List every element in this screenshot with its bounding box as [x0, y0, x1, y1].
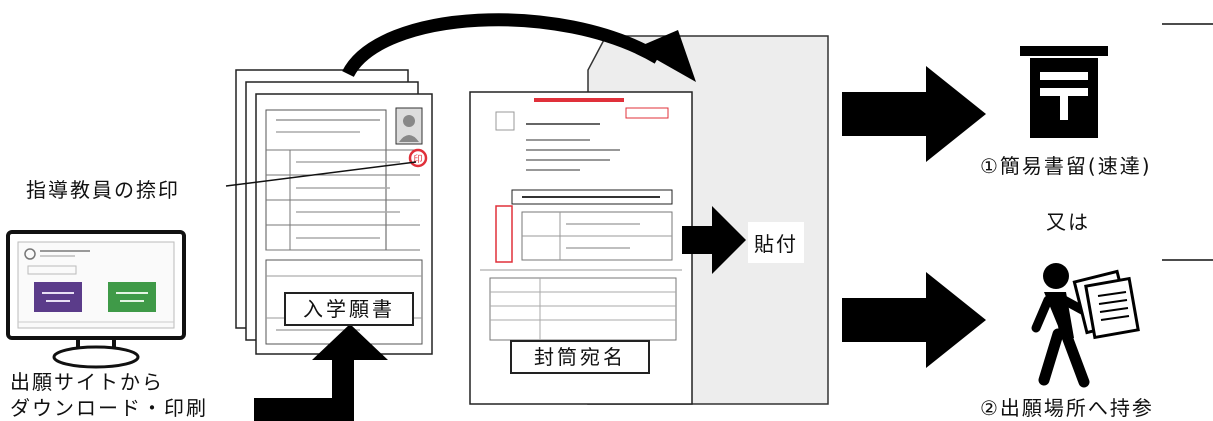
documents-icon	[1072, 269, 1140, 340]
seal-label: 指導教員の捺印	[26, 178, 180, 202]
application-form-stack: 印	[235, 69, 433, 355]
option1-label: ①簡易書留(速達)	[980, 154, 1152, 178]
download-label-line1: 出願サイトから	[10, 370, 164, 394]
walking-person-icon	[1031, 263, 1140, 388]
arrow-to-carry	[842, 272, 986, 368]
monitor-icon	[6, 230, 186, 369]
application-form-label: 入学願書	[284, 292, 414, 326]
option2-label: ②出願場所へ持参	[980, 396, 1154, 420]
arrow-to-post	[842, 66, 986, 162]
post-office-icon	[1020, 46, 1108, 138]
or-label: 又は	[1046, 210, 1090, 234]
curved-arrow	[342, 13, 696, 82]
seal-leader-line	[225, 161, 417, 187]
download-label-line2: ダウンロード・印刷	[10, 396, 208, 420]
envelope-address-label: 封筒宛名	[510, 340, 650, 374]
attach-arrow	[682, 206, 746, 274]
svg-text:印: 印	[413, 153, 422, 165]
up-arrow	[254, 324, 388, 421]
attach-label: 貼付	[748, 222, 804, 263]
